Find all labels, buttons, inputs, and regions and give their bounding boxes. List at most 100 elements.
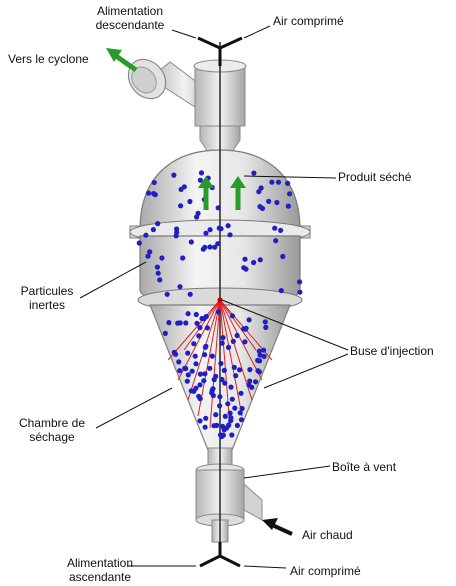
particle [185,379,190,384]
particle [222,368,227,373]
particle [146,191,151,196]
particle [152,180,157,185]
particle [259,185,264,190]
particle [232,365,237,370]
particle [194,321,199,326]
particle [199,316,204,321]
particle [286,204,291,209]
label-air-chaud: Air chaud [302,528,353,542]
particle [203,416,208,421]
label-alimentation-descendante: Alimentation descendante [82,4,178,32]
particle [151,191,156,196]
particle [233,373,238,378]
injection-nozzle [218,298,223,303]
particle [247,367,252,372]
particle [199,170,204,175]
particle [194,312,199,317]
label-alimentation-ascendante: Alimentation ascendante [52,556,148,584]
label-chambre-sechage: Chambre de séchage [8,416,96,444]
particle [159,255,164,260]
particle [193,361,198,366]
particle [155,265,160,270]
particle [219,377,224,382]
particle [246,382,251,387]
particle [228,385,233,390]
particle [201,378,206,383]
particle [173,352,178,357]
particle [239,417,244,422]
particle [193,354,198,359]
particle [231,339,236,344]
particle [137,240,142,245]
particle [287,191,292,196]
particle [263,319,268,324]
particle [155,221,160,226]
particle [278,228,283,233]
particle [202,352,207,357]
particle [205,325,210,330]
particle [272,226,277,231]
particle [227,232,232,237]
particle [228,418,233,423]
particle [186,372,191,377]
particle [210,354,215,359]
particle [217,226,222,231]
particle [257,369,262,374]
particle [228,411,233,416]
hot-air-arrow [262,518,292,534]
particle [247,317,252,322]
label-air-comprime-bottom: Air comprimé [290,564,361,578]
particle [226,223,231,228]
particle [232,406,237,411]
particle [179,187,184,192]
particle [171,173,176,178]
particle [212,245,217,250]
bottom-y-connector [200,542,240,566]
particle [191,341,196,346]
particle [297,279,302,284]
particle [297,290,302,295]
particle [225,401,230,406]
particle [203,231,208,236]
particle [217,394,222,399]
particle [241,265,246,270]
particle [166,320,171,325]
particle [269,180,274,185]
particle [213,374,218,379]
particle [208,227,213,232]
particle [276,180,281,185]
particle [258,257,263,262]
particle [197,325,202,330]
particle [180,255,185,260]
particle [221,433,226,438]
particle [220,341,225,346]
particle [189,388,194,393]
particle [196,211,201,216]
label-produit-seche: Produit séché [338,170,411,184]
particle [209,390,214,395]
particle [151,227,156,232]
particle [198,372,203,377]
particle [230,313,235,318]
particle [193,386,198,391]
particle [213,412,218,417]
label-buse-injection: Buse d'injection [350,344,434,358]
particle [207,244,212,249]
particle [223,414,228,419]
particle [274,200,279,205]
particle [216,309,221,314]
particle [257,204,262,209]
particle [261,348,266,353]
particle [266,199,271,204]
particle [177,368,182,373]
particle [187,199,192,204]
label-air-comprime-top: Air comprimé [273,14,344,28]
particle [174,230,179,235]
particle [178,203,183,208]
particle [165,292,170,297]
particle [203,345,208,350]
particle [216,205,221,210]
particle [253,379,258,384]
flow-arrow-cyclone [106,48,136,70]
particle [157,277,162,282]
